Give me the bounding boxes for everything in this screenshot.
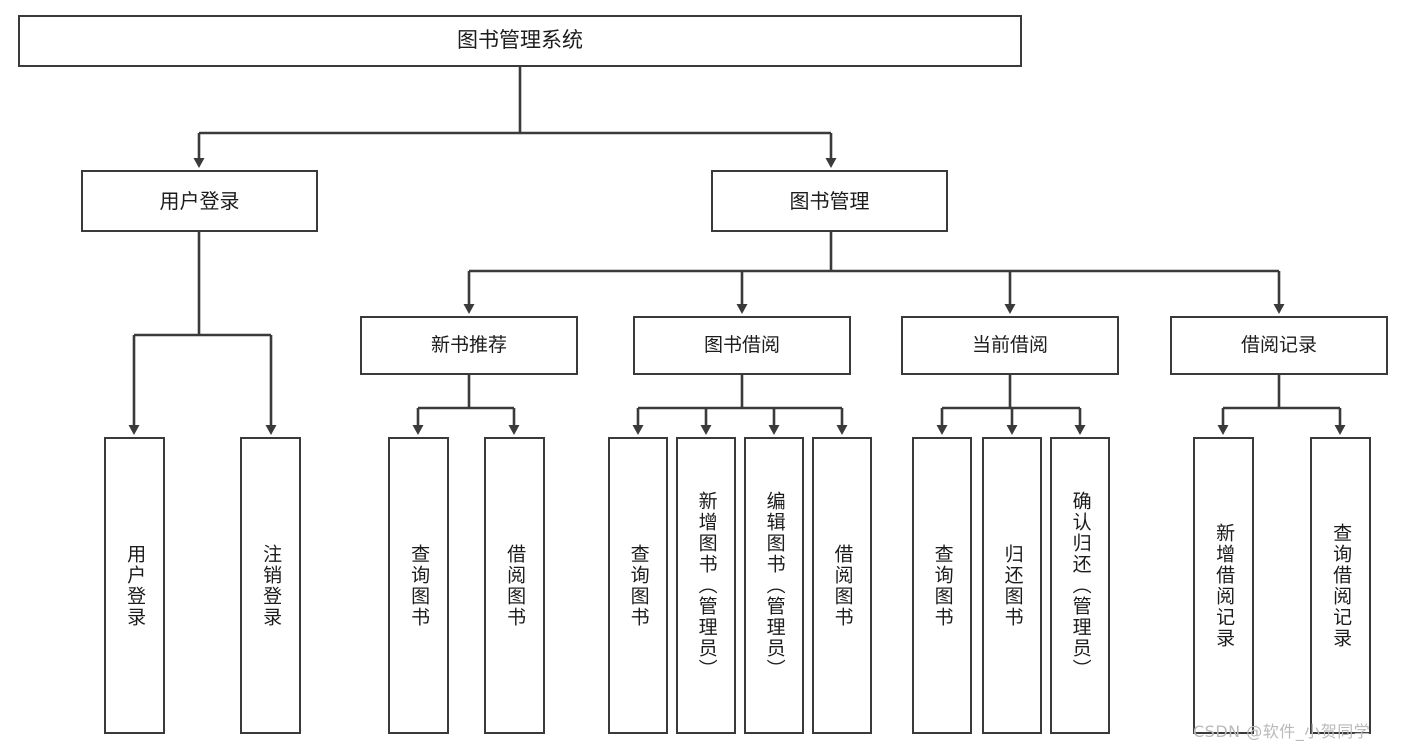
- node-book-borrow[interactable]: 图书借阅: [633, 316, 851, 375]
- node-leaf-add-record[interactable]: 新增借阅记录: [1193, 437, 1254, 734]
- node-book-manage[interactable]: 图书管理: [711, 170, 948, 232]
- node-new-book-recommend[interactable]: 新书推荐: [360, 316, 578, 375]
- node-leaf-query-book-cur[interactable]: 查询图书: [912, 437, 972, 734]
- node-root[interactable]: 图书管理系统: [18, 15, 1022, 67]
- node-leaf-add-book[interactable]: 新增图书（管理员）: [676, 437, 736, 734]
- node-leaf-return-book[interactable]: 归还图书: [982, 437, 1042, 734]
- node-leaf-query-book-rec[interactable]: 查询图书: [388, 437, 449, 734]
- node-leaf-user-login[interactable]: 用户登录: [104, 437, 165, 734]
- node-leaf-confirm-return[interactable]: 确认归还（管理员）: [1050, 437, 1110, 734]
- node-leaf-query-record[interactable]: 查询借阅记录: [1310, 437, 1371, 734]
- node-leaf-borrow-book-rec[interactable]: 借阅图书: [484, 437, 545, 734]
- node-current-borrow[interactable]: 当前借阅: [901, 316, 1119, 375]
- node-user-login[interactable]: 用户登录: [81, 170, 318, 232]
- node-borrow-record[interactable]: 借阅记录: [1170, 316, 1388, 375]
- node-leaf-edit-book[interactable]: 编辑图书（管理员）: [744, 437, 804, 734]
- node-leaf-borrow-book[interactable]: 借阅图书: [812, 437, 872, 734]
- node-leaf-query-book[interactable]: 查询图书: [608, 437, 668, 734]
- node-leaf-user-logout[interactable]: 注销登录: [240, 437, 301, 734]
